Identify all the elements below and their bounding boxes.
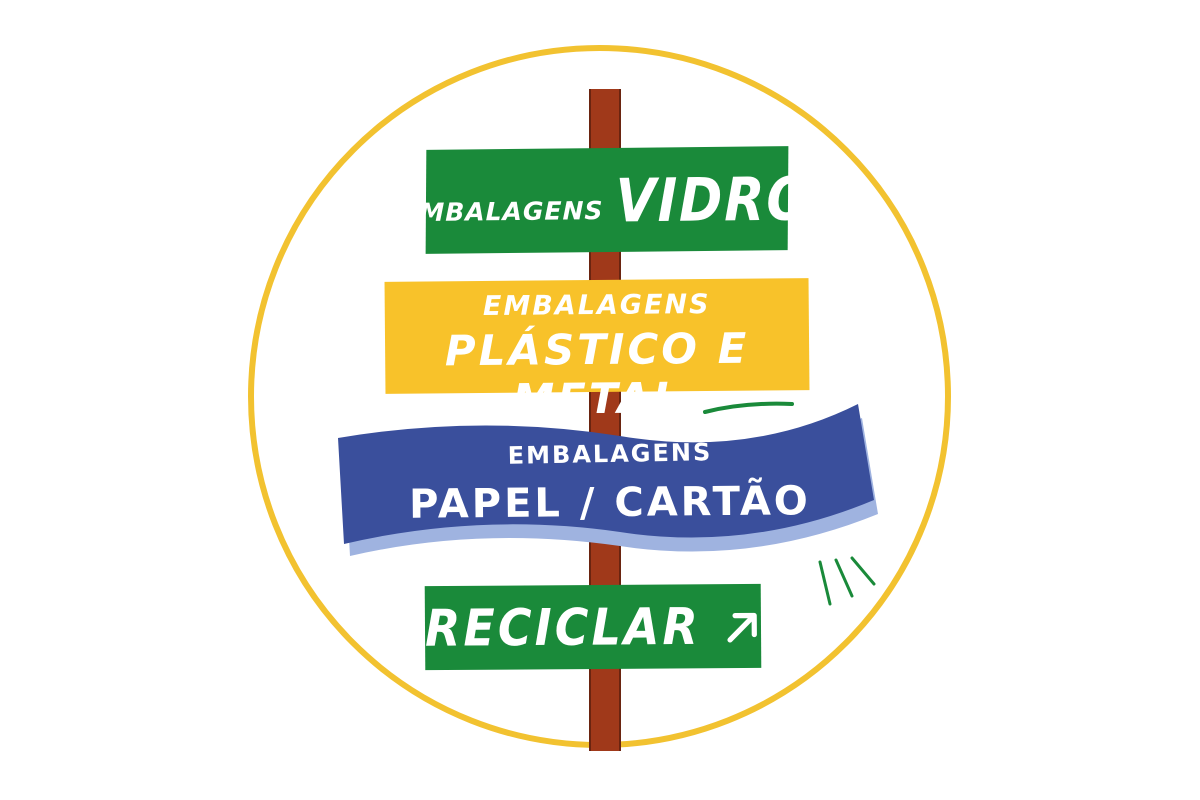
sign-recycle: RECICLAR (424, 583, 762, 671)
motion-lines-icon (818, 556, 876, 606)
sign-glass-subtitle: EMBALAGENS (401, 196, 604, 228)
sign-paper-title: PAPEL / CARTÃO (408, 478, 812, 528)
sign-recycle-label: RECICLAR (424, 596, 702, 658)
accent-stroke-icon (703, 401, 794, 414)
arrow-up-right-icon (727, 612, 757, 643)
sign-glass: EMBALAGENS VIDRO (401, 146, 813, 254)
sign-paper-subtitle: EMBALAGENS (507, 438, 713, 470)
sign-glass-title: VIDRO (615, 165, 813, 237)
sign-paper-banner (338, 404, 878, 556)
sign-paper: EMBALAGENS PAPEL / CARTÃO (360, 438, 860, 528)
sign-plastic-metal: EMBALAGENS PLÁSTICO E METAL (384, 278, 810, 424)
sign-plastic-subtitle: EMBALAGENS (482, 289, 711, 322)
